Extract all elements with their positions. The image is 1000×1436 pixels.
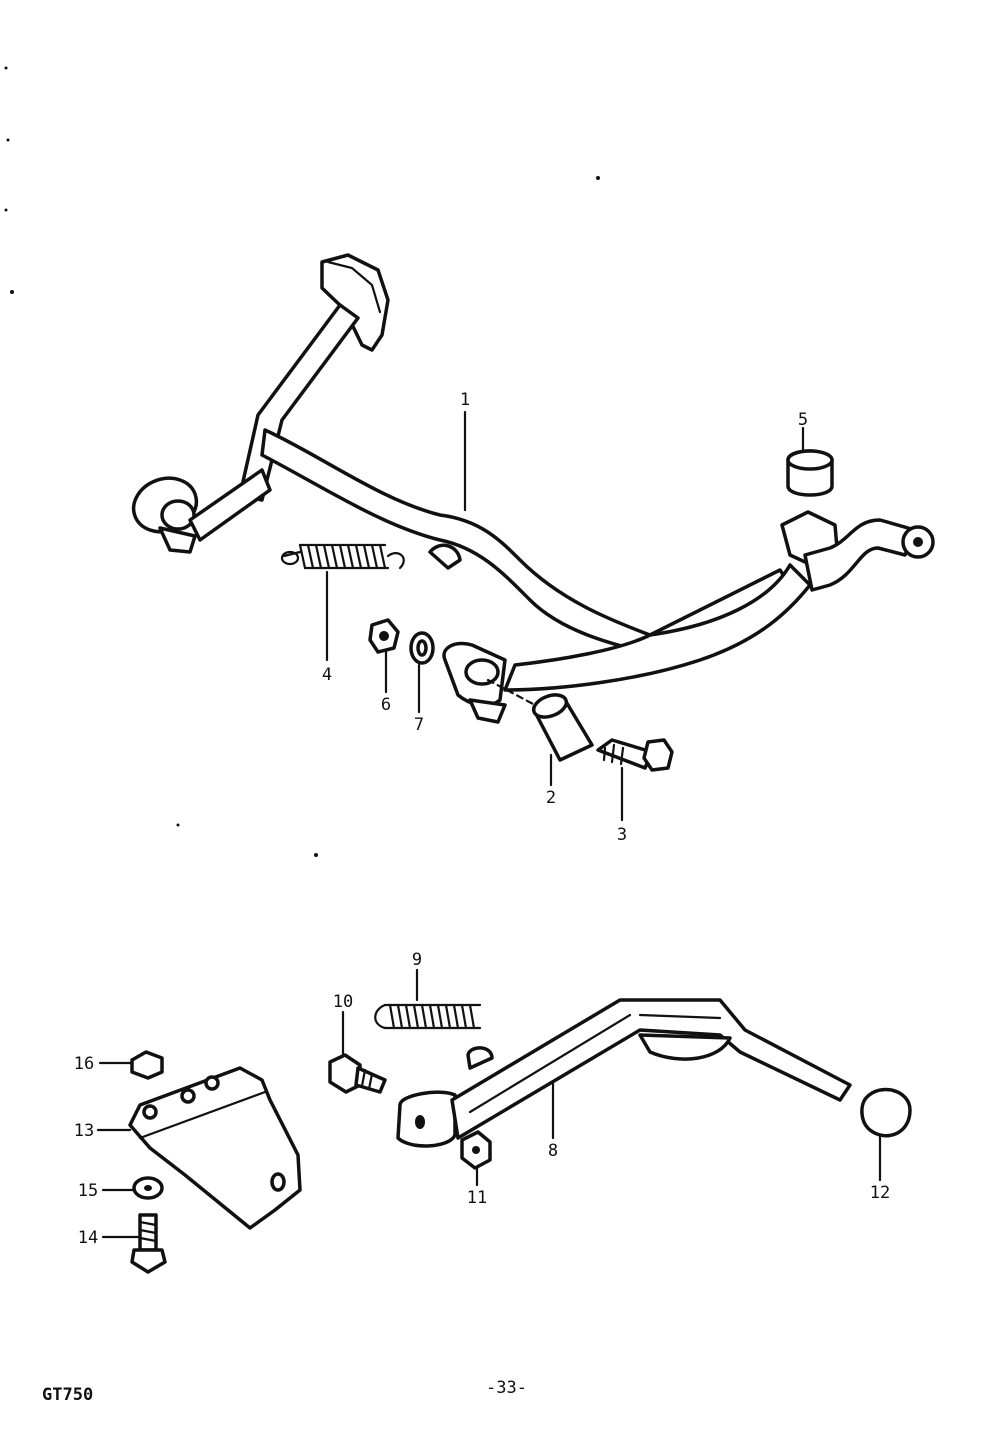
callout-9: 9 <box>412 950 422 970</box>
bolt-3 <box>596 738 674 772</box>
washer-15 <box>132 1176 164 1200</box>
callout-15: 15 <box>78 1181 98 1201</box>
bracket-13 <box>128 1066 302 1230</box>
callout-12: 12 <box>870 1183 890 1203</box>
callout-8: 8 <box>548 1141 558 1161</box>
callout-1: 1 <box>460 390 470 410</box>
washer-7 <box>409 631 435 665</box>
bolt-10 <box>328 1053 387 1094</box>
callout-2: 2 <box>546 788 556 808</box>
callout-4: 4 <box>322 665 332 685</box>
callout-11: 11 <box>467 1188 487 1208</box>
callout-16: 16 <box>74 1054 94 1074</box>
collar-2 <box>531 693 594 762</box>
nut-11 <box>460 1130 492 1170</box>
center-stand <box>131 253 935 724</box>
callout-10: 10 <box>333 992 353 1012</box>
callout-5: 5 <box>798 410 808 430</box>
page-number: -33- <box>486 1378 527 1398</box>
side-stand-spring <box>374 1003 482 1030</box>
callout-13: 13 <box>74 1121 94 1141</box>
nut-6 <box>368 618 400 654</box>
callout-7: 7 <box>414 715 424 735</box>
callout-3: 3 <box>617 825 627 845</box>
callout-labels: 1 2 3 4 5 6 7 8 9 10 11 12 13 14 15 16 <box>74 390 890 1248</box>
model-label: GT750 <box>42 1385 94 1405</box>
callout-14: 14 <box>78 1228 98 1248</box>
rubber-cap <box>860 1087 912 1138</box>
scan-specks <box>4 66 600 857</box>
stand-spring <box>280 543 405 570</box>
callout-6: 6 <box>381 695 391 715</box>
bolt-14 <box>130 1213 167 1274</box>
rubber-stop <box>786 449 834 497</box>
side-stand <box>396 998 852 1148</box>
leader-lines <box>96 410 882 1239</box>
nut-16 <box>130 1050 164 1080</box>
